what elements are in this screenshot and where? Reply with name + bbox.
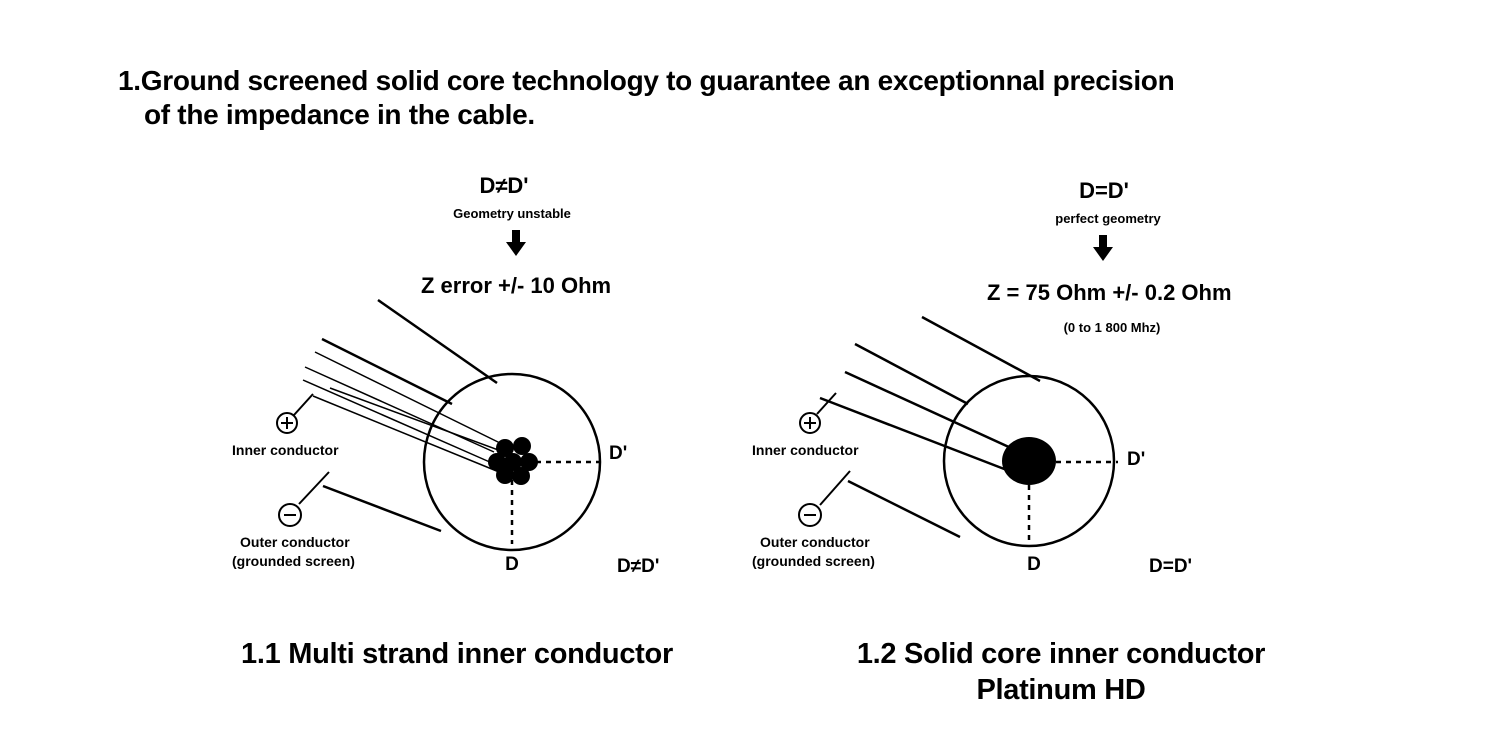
right-condition: D=D' [1079,178,1129,203]
right-range: (0 to 1 800 Mhz) [1064,320,1161,335]
left-cable-shield [321,298,602,552]
left-dim-d-prime: D' [609,443,627,464]
right-inner-label: Inner conductor [752,442,859,458]
heading: 1.Ground screened solid core technology … [118,64,1378,132]
left-outer-label-2: (grounded screen) [232,553,355,569]
left-relation: D≠D' [617,556,659,577]
left-condition: D≠D' [479,173,528,198]
left-result: Z error +/- 10 Ohm [421,273,611,298]
right-caption-sub: Platinum HD [976,674,1146,706]
left-strands [302,351,521,475]
left-dimension-lines [510,460,602,544]
right-cable-shield [847,315,1116,548]
down-arrow-icon [1093,235,1113,261]
right-plus-leader [816,392,837,415]
right-diagram: D=D' perfect geometry Z = 75 Ohm +/- 0.2… [752,178,1232,577]
plus-circle-icon [799,412,821,434]
right-minus-leader [819,470,851,506]
right-caption-text: 1.2 Solid core inner conductor [856,638,1266,670]
right-result: Z = 75 Ohm +/- 0.2 Ohm [987,280,1232,305]
left-plus-leader [293,393,314,416]
right-caption: 1.2 Solid core inner conductor Platinum … [836,636,1286,708]
minus-circle-icon [278,503,302,527]
left-condition-note: Geometry unstable [453,206,571,221]
plus-circle-icon [276,412,298,434]
right-condition-note: perfect geometry [1055,211,1161,226]
right-dimension-lines [1027,460,1118,544]
left-outer-label-1: Outer conductor [240,534,350,550]
right-relation: D=D' [1149,556,1192,577]
down-arrow-icon [506,230,526,256]
left-minus-leader [298,471,330,505]
right-dim-d: D [1027,554,1041,575]
right-outer-label-1: Outer conductor [760,534,870,550]
left-caption-text: 1.1 Multi strand inner conductor [241,638,673,670]
heading-bold: 1.Ground screened solid core technology [118,65,659,96]
left-caption: 1.1 Multi strand inner conductor [222,636,692,672]
left-strand-bundle [488,437,538,485]
right-outer-label-2: (grounded screen) [752,553,875,569]
left-diagram: D≠D' Geometry unstable Z error +/- 10 Oh… [232,173,659,577]
heading-rest: to guarantee an exceptionnal precision [658,65,1175,96]
left-inner-label: Inner conductor [232,442,339,458]
heading-line2: of the impedance in the cable. [144,99,535,130]
minus-circle-icon [798,503,822,527]
right-solid-core [819,370,1056,485]
right-dim-d-prime: D' [1127,449,1145,470]
left-dim-d: D [505,554,519,575]
